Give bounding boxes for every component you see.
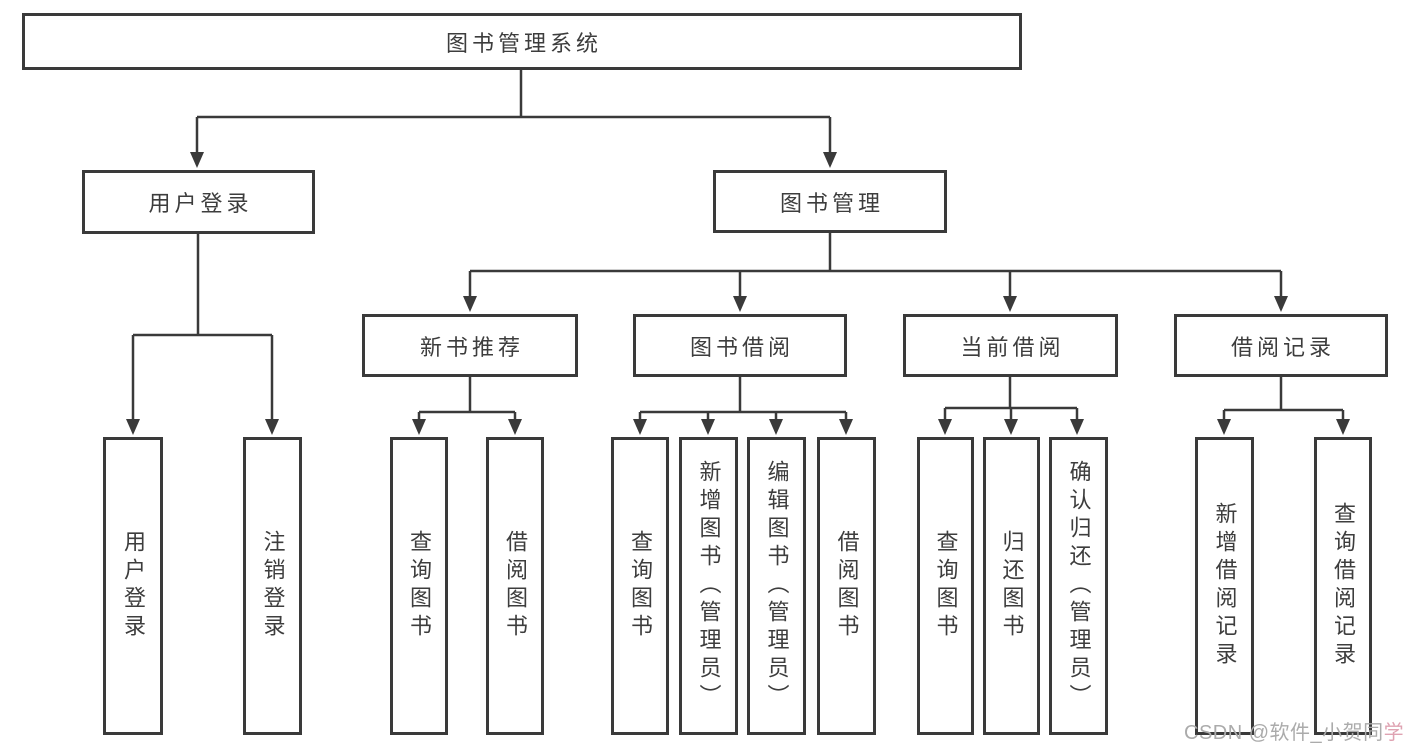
node-current-borrowing: 当前借阅 <box>903 314 1118 377</box>
leaf-logout: 注销登录 <box>243 437 302 735</box>
leaf-borrow-books-recommend: 借阅图书 <box>486 437 544 735</box>
node-new-book-recommendation: 新书推荐 <box>362 314 578 377</box>
watermark-accent-text: 学 <box>1383 722 1405 744</box>
leaf-user-login: 用户登录 <box>103 437 163 735</box>
node-book-management: 图书管理 <box>713 170 947 233</box>
node-borrowing-records: 借阅记录 <box>1174 314 1388 377</box>
leaf-add-book-admin: 新增图书（管理员） <box>679 437 738 735</box>
leaf-confirm-return-admin: 确认归还（管理员） <box>1049 437 1108 735</box>
leaf-add-borrow-record: 新增借阅记录 <box>1195 437 1254 735</box>
leaf-query-borrow-record: 查询借阅记录 <box>1314 437 1372 735</box>
node-book-borrowing: 图书借阅 <box>633 314 847 377</box>
leaf-query-books-recommend: 查询图书 <box>390 437 448 735</box>
leaf-borrow-books-borrowing: 借阅图书 <box>817 437 876 735</box>
node-user-login: 用户登录 <box>82 170 315 234</box>
leaf-query-books-current: 查询图书 <box>917 437 974 735</box>
csdn-watermark: CSDN @软件_小贺同学 <box>1184 716 1404 745</box>
leaf-edit-book-admin: 编辑图书（管理员） <box>747 437 806 735</box>
leaf-query-books-borrowing: 查询图书 <box>611 437 669 735</box>
watermark-text: CSDN @软件_小贺同 <box>1184 722 1384 744</box>
node-library-management-system: 图书管理系统 <box>22 13 1022 70</box>
leaf-return-books: 归还图书 <box>983 437 1040 735</box>
